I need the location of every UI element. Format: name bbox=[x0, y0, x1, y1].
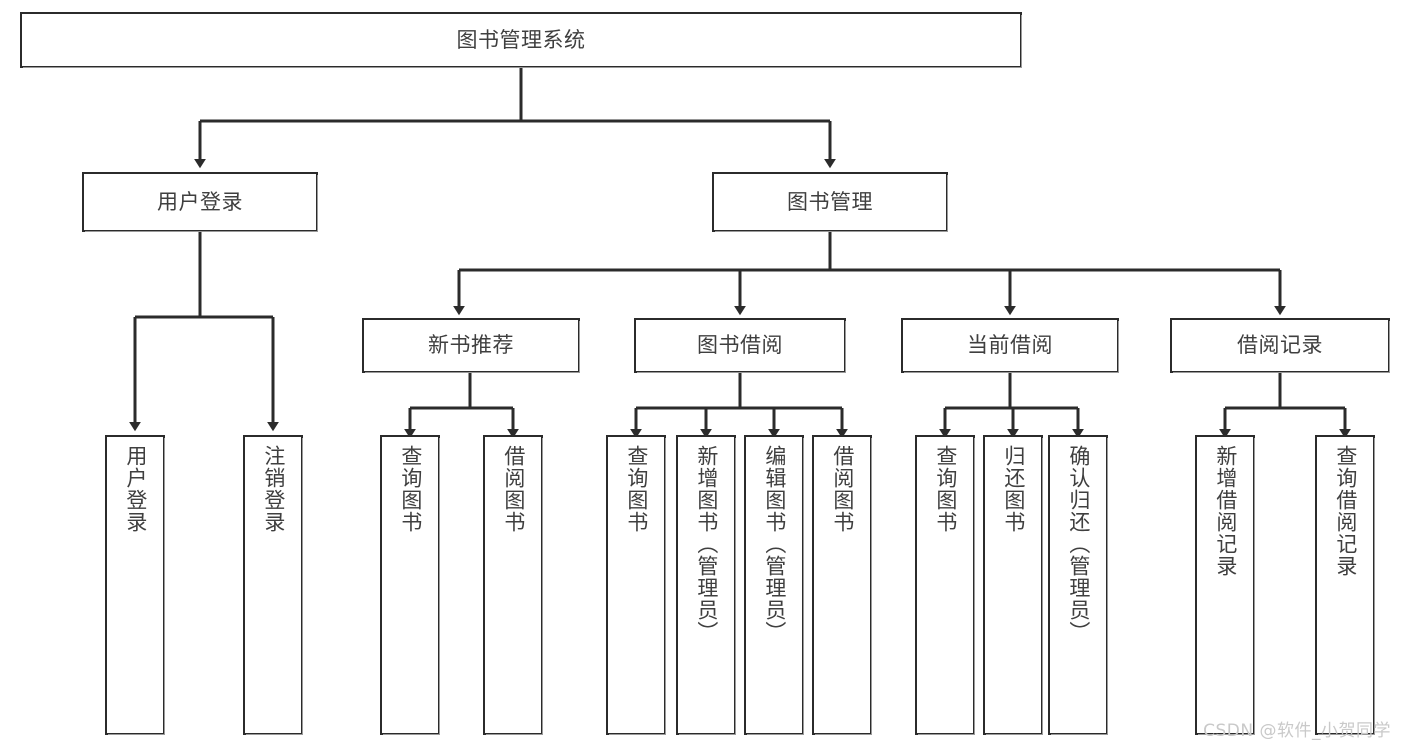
node-borrow-record-label: 借阅记录 bbox=[1237, 333, 1323, 358]
node-leaf-new-book-query[interactable]: 查询图书 bbox=[380, 435, 440, 735]
node-new-book-recommend[interactable]: 新书推荐 bbox=[362, 318, 580, 373]
node-leaf-label: 新增借阅记录 bbox=[1213, 445, 1238, 577]
node-current-borrow[interactable]: 当前借阅 bbox=[901, 318, 1119, 373]
node-user-login-label: 用户登录 bbox=[157, 189, 243, 214]
node-leaf-label: 新增图书（管理员） bbox=[694, 445, 719, 643]
node-leaf-book-borrow-add-admin[interactable]: 新增图书（管理员） bbox=[676, 435, 736, 735]
node-leaf-book-borrow-borrow[interactable]: 借阅图书 bbox=[812, 435, 872, 735]
node-book-management-label: 图书管理 bbox=[787, 189, 873, 214]
node-leaf-label: 查询借阅记录 bbox=[1333, 445, 1358, 577]
node-leaf-new-book-borrow[interactable]: 借阅图书 bbox=[483, 435, 543, 735]
node-leaf-label: 借阅图书 bbox=[830, 445, 855, 533]
node-leaf-book-borrow-edit-admin[interactable]: 编辑图书（管理员） bbox=[744, 435, 804, 735]
node-root-book-management-system[interactable]: 图书管理系统 bbox=[20, 12, 1022, 68]
node-book-management[interactable]: 图书管理 bbox=[712, 172, 948, 232]
node-leaf-label: 借阅图书 bbox=[501, 445, 526, 533]
csdn-watermark: CSDN @软件_小贺同学 bbox=[1203, 721, 1391, 741]
node-book-borrow-label: 图书借阅 bbox=[697, 333, 783, 358]
node-new-book-recommend-label: 新书推荐 bbox=[428, 333, 514, 358]
node-leaf-user-login-signout[interactable]: 注销登录 bbox=[243, 435, 303, 735]
node-leaf-borrow-record-query[interactable]: 查询借阅记录 bbox=[1315, 435, 1375, 735]
node-leaf-label: 查询图书 bbox=[933, 445, 958, 533]
node-leaf-borrow-record-add[interactable]: 新增借阅记录 bbox=[1195, 435, 1255, 735]
node-leaf-current-borrow-return[interactable]: 归还图书 bbox=[983, 435, 1043, 735]
node-leaf-label: 注销登录 bbox=[261, 445, 286, 533]
node-leaf-label: 编辑图书（管理员） bbox=[762, 445, 787, 643]
node-root-label: 图书管理系统 bbox=[456, 27, 586, 52]
node-leaf-current-borrow-query[interactable]: 查询图书 bbox=[915, 435, 975, 735]
node-leaf-label: 用户登录 bbox=[123, 445, 148, 533]
node-leaf-book-borrow-query[interactable]: 查询图书 bbox=[606, 435, 666, 735]
node-leaf-user-login-signin[interactable]: 用户登录 bbox=[105, 435, 165, 735]
node-leaf-label: 查询图书 bbox=[398, 445, 423, 533]
node-current-borrow-label: 当前借阅 bbox=[967, 333, 1053, 358]
node-borrow-record[interactable]: 借阅记录 bbox=[1170, 318, 1390, 373]
node-leaf-label: 归还图书 bbox=[1001, 445, 1026, 533]
node-leaf-label: 查询图书 bbox=[624, 445, 649, 533]
node-book-borrow[interactable]: 图书借阅 bbox=[634, 318, 846, 373]
node-user-login[interactable]: 用户登录 bbox=[82, 172, 318, 232]
node-leaf-current-borrow-confirm-admin[interactable]: 确认归还（管理员） bbox=[1048, 435, 1108, 735]
node-leaf-label: 确认归还（管理员） bbox=[1066, 445, 1091, 643]
